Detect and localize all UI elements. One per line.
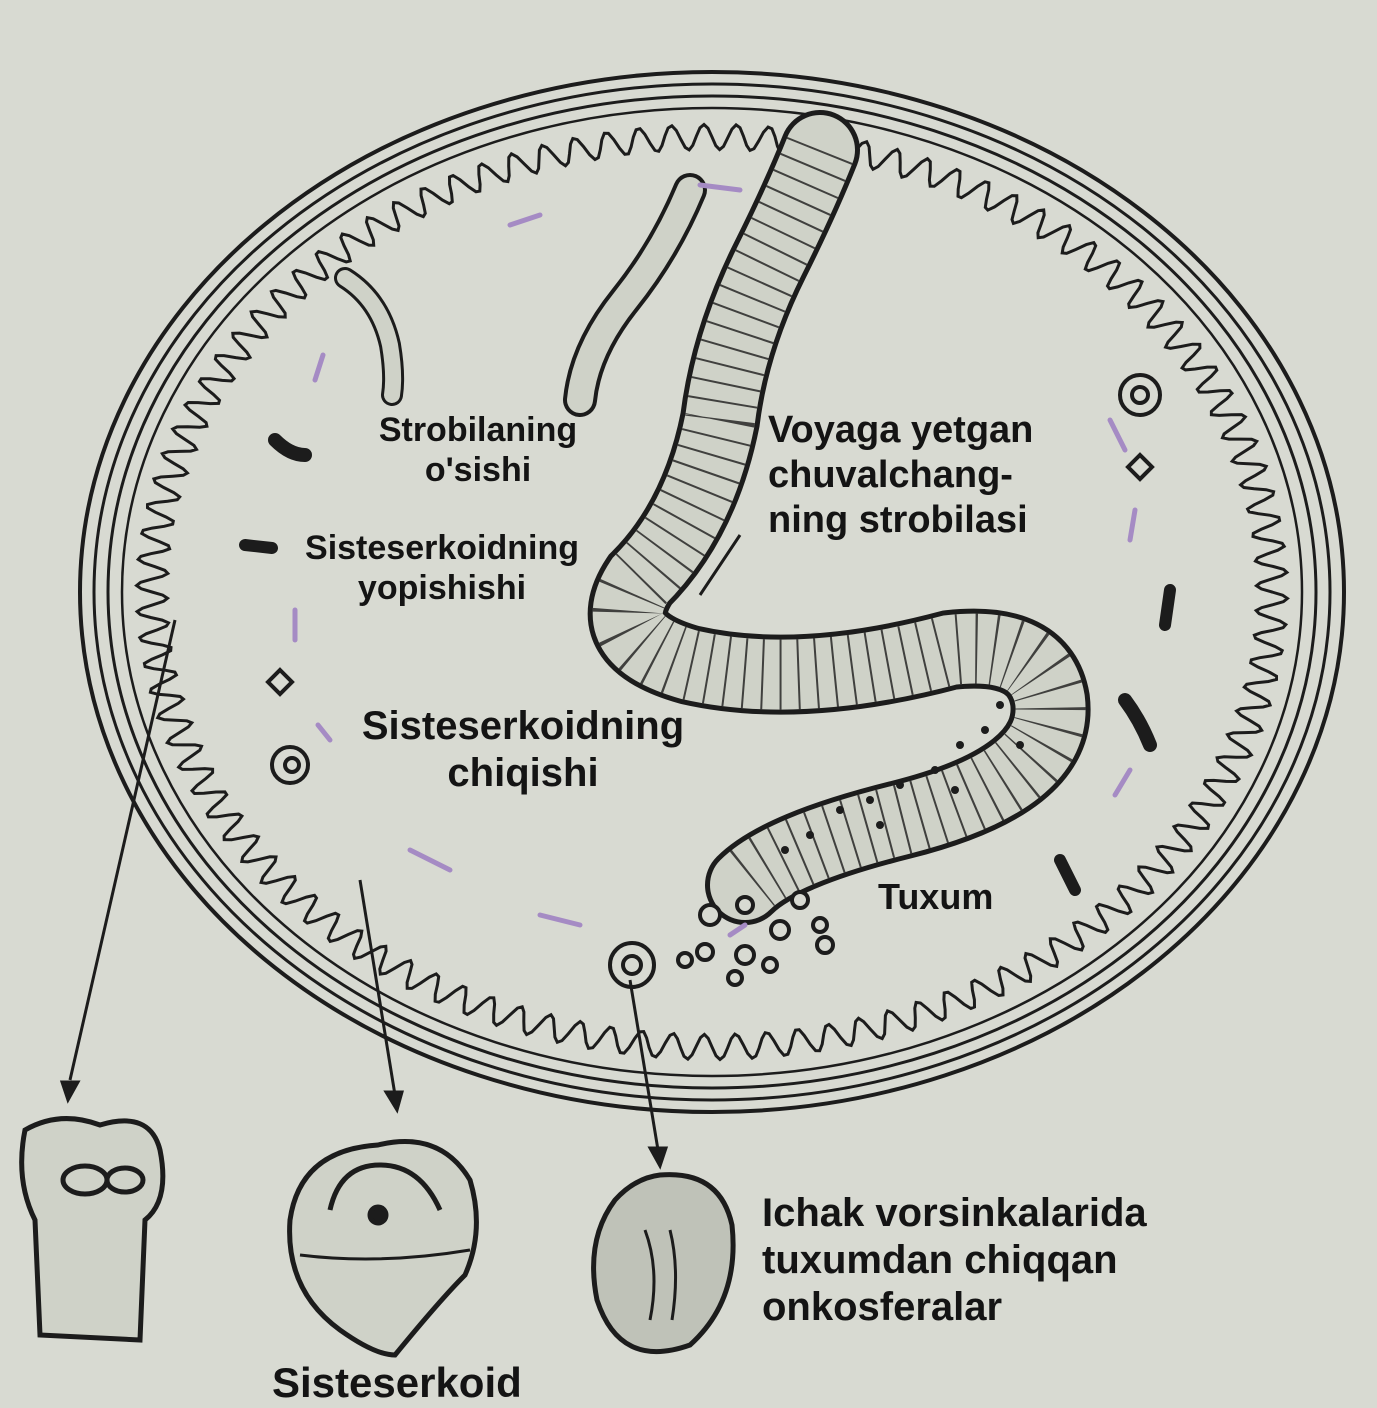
scolex-right-1	[1165, 590, 1170, 625]
scolex-left-1	[275, 440, 305, 455]
scolex-right-2	[1125, 700, 1150, 745]
oncosphere-detail	[594, 1175, 734, 1352]
label-cysticercoid-closure: Sisteserkoidning yopishishi	[282, 528, 602, 608]
label-oncospheres: Ichak vorsinkalarida tuxumdan chiqqan on…	[762, 1190, 1147, 1332]
label-egg: Tuxum	[878, 876, 993, 918]
label-cysticercoid-exit: Sisteserkoidning chiqishi	[348, 703, 698, 797]
scolex-right-3	[1060, 860, 1075, 890]
cysticercoid-detail	[290, 1142, 477, 1355]
scolex-left-2	[245, 545, 272, 548]
label-adult-strobila: Voyaga yetgan chuvalchang- ning strobila…	[768, 408, 1033, 542]
scolex-detail	[22, 1119, 163, 1340]
label-strobila-growth: Strobilaning o'sishi	[358, 410, 598, 490]
label-cysticercoid: Sisteserkoid	[272, 1358, 522, 1408]
